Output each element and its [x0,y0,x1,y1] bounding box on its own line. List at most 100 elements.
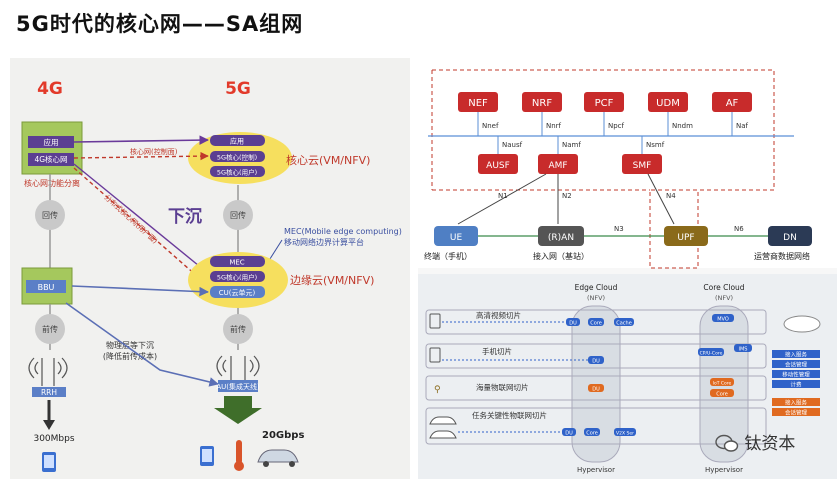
phys-sink-line2: (降低前传成本) [103,351,157,361]
svg-text:手机切片: 手机切片 [482,346,512,356]
4g-speed-label: 300Mbps [33,434,74,444]
5g-core-ctrl-box [210,151,265,162]
4g-app-box [28,136,74,148]
ue-node [434,226,478,246]
svg-text:AUSF: AUSF [486,161,510,171]
svg-text:会话管理: 会话管理 [785,361,808,369]
svg-text:PCF: PCF [595,98,614,109]
phys-sink-line1: 物理层等下沉 [106,340,154,350]
svg-text:Core: Core [716,392,728,398]
svg-text:NRF: NRF [532,98,552,109]
dn-node [768,226,812,246]
cloud-icon [783,315,821,333]
slice-row-hd-video: 高清视频切片 DU Core Cache MVO [425,309,767,335]
edge-cloud-label: 边缘云(VM/NFV) [290,274,374,287]
4g-fronthaul-node [35,314,65,344]
nf-ausf: Nausf AUSF [478,136,523,174]
ran-label: (R)AN [548,233,574,243]
svg-text:IoT Core: IoT Core [713,381,732,387]
nf-nrf: NRF Nnrf [522,92,562,136]
n4-label: N4 [666,192,676,200]
5g-backhaul-label: 回传 [230,210,246,220]
5g-speed-label: 20Gbps [262,430,304,441]
ran-node [538,226,584,246]
5g-app-box [210,135,265,146]
cu-label: CU(云单元) [219,288,256,297]
5g-core-user-label: 5G核心(用户) [217,168,257,177]
sensor-icon: ⚲ [434,385,441,395]
rrh-tower-icon [28,357,68,386]
4g-fronthaul-label: 前传 [42,324,58,334]
svg-text:AMF: AMF [548,161,567,171]
edge-hypervisor-label: Hypervisor [577,466,615,474]
5g-backhaul-node [223,200,253,230]
car-icon [429,416,457,439]
nf-udm: UDM Nndm [648,92,693,136]
control-plane-label: 核心网(控制面) [130,147,178,156]
svg-text:DU: DU [569,321,577,327]
svg-text:DU: DU [565,431,573,437]
slice-row-phone: 手机切片 DU CP/U-Core IMS [425,343,767,369]
svg-text:Nnrf: Nnrf [546,122,562,130]
core-hypervisor-label: Hypervisor [705,466,743,474]
wechat-icon [715,434,739,452]
4g-5g-architecture-diagram: 4G 5G 应用 4G核心网 核心网功能分离 回传 BBU 前传 RRH 300… [21,79,402,472]
slice-row-massive-iot: ⚲ 海量物联网切片 DU IoT Core Core [425,375,767,401]
5g-fronthaul-node [223,314,253,344]
bbu-box [26,280,66,293]
svg-text:V2X Ser: V2X Ser [616,431,634,437]
au-tower-icon [216,355,260,380]
core-split-caption: 核心网功能分离 [24,178,80,188]
svg-text:Namf: Namf [562,141,581,149]
edge-nfv-header: (NFV) [587,294,605,302]
right-diagram-panel: NEF Nnef NRF Nnrf PCF Npcf UDM Nndm AF N… [418,58,837,479]
svg-text:Cache: Cache [616,321,632,327]
5g-sa-core-diagram: NEF Nnef NRF Nnrf PCF Npcf UDM Nndm AF N… [418,58,837,479]
upf-node [664,226,708,246]
ran-caption: 接入网（基站） [533,251,589,261]
ue-caption: 终端（手机） [424,251,472,261]
svg-text:海量物联网切片: 海量物联网切片 [476,382,529,392]
phone-icon [42,452,56,472]
distributed-core-label: 分布式核心网(用户面) [103,193,160,246]
dn-caption: 运营商数据网络 [754,251,810,261]
edge-core-user-box [210,271,265,282]
svg-text:IMS: IMS [739,347,748,353]
svg-text:DU: DU [592,387,600,393]
svg-text:NEF: NEF [468,98,488,109]
dn-label: DN [783,233,797,243]
4g-column-header: 4G [37,79,63,99]
4g-core-box [28,153,74,166]
au-box [218,380,258,392]
thermometer-icon [234,440,244,471]
core-cloud-header: Core Cloud [703,283,744,292]
svg-text:MVO: MVO [717,317,729,323]
svg-text:高清视频切片: 高清视频切片 [476,310,521,320]
nf-amf: Namf AMF [538,136,581,174]
svg-text:接入服务: 接入服务 [785,399,808,407]
svg-text:Nausf: Nausf [502,141,523,149]
svg-text:移动性管理: 移动性管理 [782,371,810,379]
5g-column-header: 5G [225,79,251,99]
mec-box [210,256,265,267]
service-tags: 接入服务 会话管理 移动性管理 计费 接入服务 会话管理 [772,350,820,417]
svg-text:Npcf: Npcf [608,122,625,130]
core-cloud-label: 核心云(VM/NFV) [286,153,370,167]
sink-label: 下沉 [168,206,202,227]
rrh-label: RRH [41,388,57,397]
svg-text:Nndm: Nndm [672,122,693,130]
svg-text:会话管理: 会话管理 [785,409,808,417]
4g-core-label: 4G核心网 [34,154,67,164]
n2-label: N2 [562,192,572,200]
svg-text:Core: Core [590,321,602,327]
svg-text:AF: AF [726,98,739,109]
svg-text:Nsmf: Nsmf [646,141,665,149]
mec-desc-line1: MEC(Mobile edge computing) [284,227,402,236]
4g-app-label: 应用 [44,137,59,147]
5g-down-arrow [214,396,262,424]
5g-app-label: 应用 [230,137,244,146]
core-nfv-header: (NFV) [715,294,733,302]
5g-core-user-box [210,166,265,177]
nf-nef: NEF Nnef [458,92,499,136]
cu-box [210,286,265,298]
